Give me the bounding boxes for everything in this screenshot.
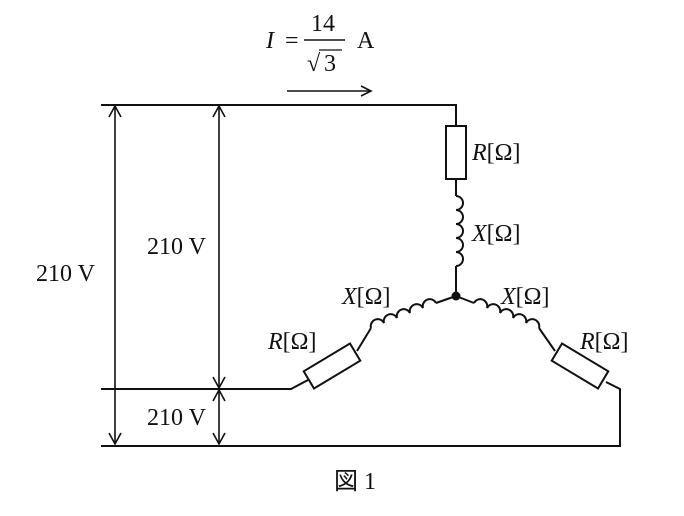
current-symbol: I [265, 28, 275, 54]
inner-bottom-voltage-label: 210 V [147, 405, 207, 431]
right-resistor-label: R[Ω] [579, 329, 629, 355]
line-current-label: I = 14 √ 3 A [265, 11, 375, 77]
left-reactor-coil [369, 298, 437, 329]
inner-top-voltage-arrow-icon [212, 104, 226, 390]
middle-line-wire [101, 379, 309, 390]
right-reactor-coil [473, 298, 541, 329]
top-reactor-label: X[Ω] [471, 221, 521, 247]
top-resistor [445, 125, 467, 180]
svg-text:X[Ω]: X[Ω] [471, 221, 521, 247]
right-resistor [550, 342, 610, 390]
sqrt-sign: √ [307, 51, 321, 77]
top-line-wire [101, 104, 457, 126]
outer-voltage-arrow-icon [108, 104, 122, 446]
top-branch [445, 125, 467, 296]
left-branch [302, 295, 457, 390]
svg-text:R[Ω]: R[Ω] [579, 329, 629, 355]
top-resistor-label: R[Ω] [471, 140, 521, 166]
svg-text:R[Ω]: R[Ω] [471, 140, 521, 166]
current-denominator: 3 [324, 51, 336, 77]
left-resistor-label: R[Ω] [267, 329, 317, 355]
left-resistor [302, 342, 362, 390]
bottom-line-wire [101, 381, 621, 447]
figure-caption: 図 1 [334, 469, 376, 495]
current-unit: A [357, 28, 375, 54]
current-direction-arrow-icon [287, 85, 373, 97]
outer-voltage-label: 210 V [36, 261, 96, 287]
right-reactor-label: X[Ω] [500, 284, 550, 310]
svg-text:X[Ω]: X[Ω] [500, 284, 550, 310]
line-wires [101, 104, 621, 447]
inner-top-voltage-label: 210 V [147, 234, 207, 260]
right-branch [455, 295, 610, 390]
svg-text:R[Ω]: R[Ω] [267, 329, 317, 355]
left-reactor-label: X[Ω] [341, 284, 391, 310]
svg-text:X[Ω]: X[Ω] [341, 284, 391, 310]
current-numerator: 14 [311, 11, 335, 37]
top-reactor-coil [455, 195, 464, 267]
inner-bottom-voltage-arrow-icon [212, 388, 226, 446]
current-equals: = [285, 28, 299, 54]
